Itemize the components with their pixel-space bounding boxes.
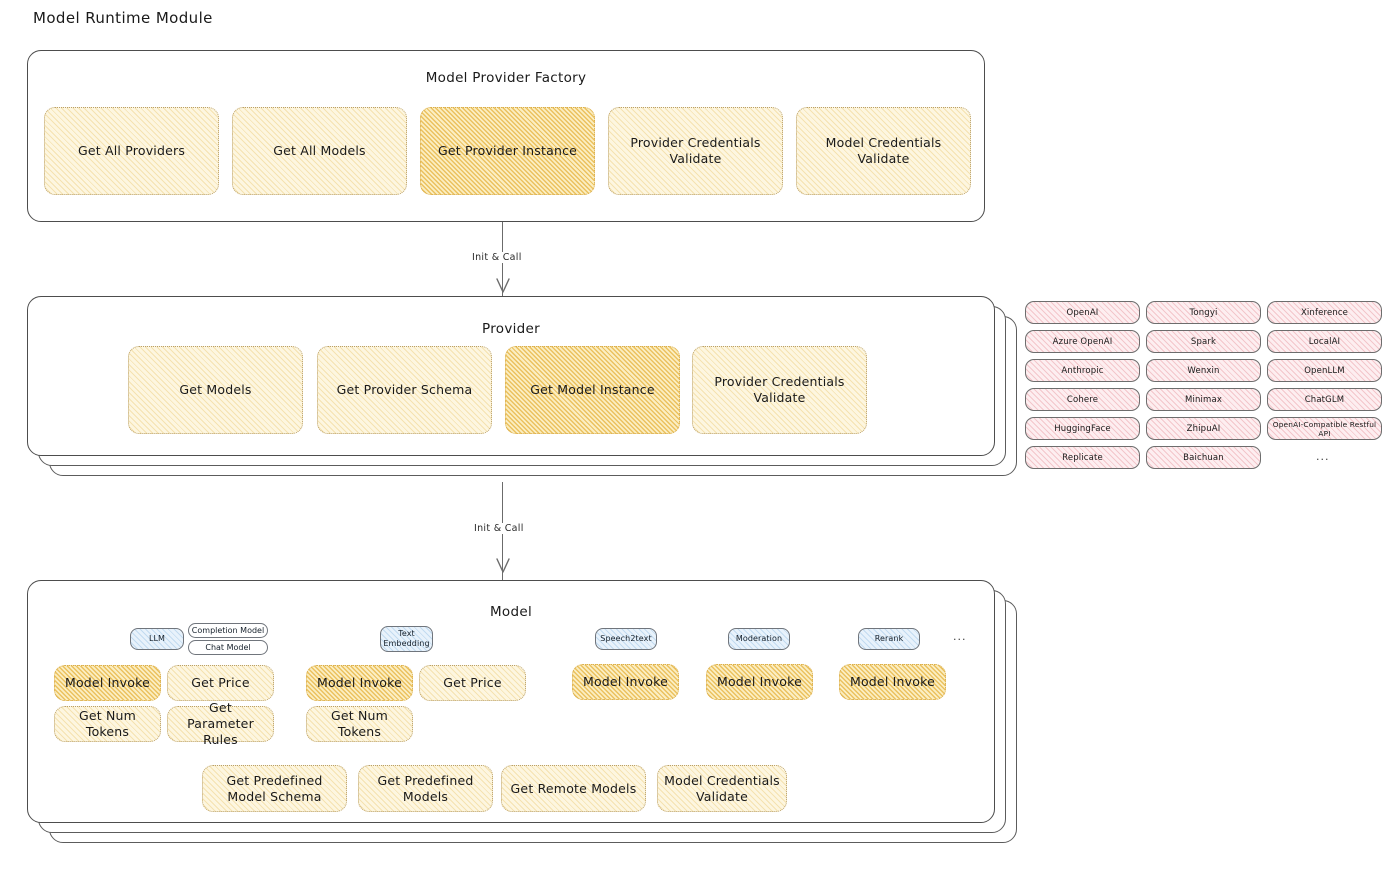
factory-node-model-credentials-validate[interactable]: Model Credentials Validate: [796, 107, 971, 195]
model-common-node-model-credentials-validate[interactable]: Model Credentials Validate: [657, 765, 787, 812]
provider-panel: Provider Get Models Get Provider Schema …: [27, 296, 1017, 482]
model-types-more-ellipsis: ...: [953, 630, 967, 643]
provider-chip-replicate[interactable]: Replicate: [1025, 446, 1140, 469]
provider-chip-huggingface[interactable]: HuggingFace: [1025, 417, 1140, 440]
provider-chip-wenxin[interactable]: Wenxin: [1146, 359, 1261, 382]
model-rerank-node-model-invoke[interactable]: Model Invoke: [839, 664, 946, 700]
model-text-embedding-node-get-price[interactable]: Get Price: [419, 665, 526, 701]
provider-chip-openllm[interactable]: OpenLLM: [1267, 359, 1382, 382]
provider-list-more-ellipsis: ...: [1316, 450, 1330, 463]
model-speech2text-node-model-invoke[interactable]: Model Invoke: [572, 664, 679, 700]
model-type-chip-llm[interactable]: LLM: [130, 628, 184, 650]
model-type-chip-text-embedding[interactable]: Text Embedding: [380, 626, 433, 652]
model-moderation-node-model-invoke[interactable]: Model Invoke: [706, 664, 813, 700]
provider-node-get-model-instance[interactable]: Get Model Instance: [505, 346, 680, 434]
factory-node-get-all-providers[interactable]: Get All Providers: [44, 107, 219, 195]
arrow-head-1: [496, 278, 510, 293]
provider-node-provider-credentials-validate[interactable]: Provider Credentials Validate: [692, 346, 867, 434]
provider-chip-zhipuai[interactable]: ZhipuAI: [1146, 417, 1261, 440]
model-llm-node-get-price[interactable]: Get Price: [167, 665, 274, 701]
provider-chip-azure-openai[interactable]: Azure OpenAI: [1025, 330, 1140, 353]
provider-chip-baichuan[interactable]: Baichuan: [1146, 446, 1261, 469]
model-llm-node-get-parameter-rules[interactable]: Get Parameter Rules: [167, 700, 274, 747]
model-common-node-get-remote-models[interactable]: Get Remote Models: [501, 765, 646, 812]
model-type-chip-rerank[interactable]: Rerank: [858, 628, 920, 650]
factory-node-provider-credentials-validate[interactable]: Provider Credentials Validate: [608, 107, 783, 195]
provider-chip-minimax[interactable]: Minimax: [1146, 388, 1261, 411]
connector-label-init-call-1: Init & Call: [468, 252, 526, 263]
model-llm-node-get-num-tokens[interactable]: Get Num Tokens: [54, 706, 161, 742]
provider-node-get-models[interactable]: Get Models: [128, 346, 303, 434]
model-common-node-get-predefined-model-schema[interactable]: Get Predefined Model Schema: [202, 765, 347, 812]
provider-panel-title: Provider: [482, 321, 540, 337]
provider-chip-tongyi[interactable]: Tongyi: [1146, 301, 1261, 324]
provider-node-get-provider-schema[interactable]: Get Provider Schema: [317, 346, 492, 434]
model-subchip-completion-model[interactable]: Completion Model: [188, 623, 268, 638]
model-text-embedding-node-get-num-tokens[interactable]: Get Num Tokens: [306, 706, 413, 742]
provider-chip-spark[interactable]: Spark: [1146, 330, 1261, 353]
factory-panel-title: Model Provider Factory: [425, 70, 587, 86]
provider-chip-chatglm[interactable]: ChatGLM: [1267, 388, 1382, 411]
model-text-embedding-node-model-invoke[interactable]: Model Invoke: [306, 665, 413, 701]
factory-node-get-provider-instance[interactable]: Get Provider Instance: [420, 107, 595, 195]
provider-chip-localai[interactable]: LocalAI: [1267, 330, 1382, 353]
model-llm-node-model-invoke[interactable]: Model Invoke: [54, 665, 161, 701]
model-panel: Model LLM Completion Model Chat Model Mo…: [27, 580, 1022, 850]
provider-chip-openai-compatible-restful-api[interactable]: OpenAI-Compatible Restful API: [1267, 417, 1382, 440]
model-subchip-chat-model[interactable]: Chat Model: [188, 640, 268, 655]
provider-chip-anthropic[interactable]: Anthropic: [1025, 359, 1140, 382]
provider-chip-cohere[interactable]: Cohere: [1025, 388, 1140, 411]
provider-chip-xinference[interactable]: Xinference: [1267, 301, 1382, 324]
page-title: Model Runtime Module: [33, 9, 213, 27]
factory-node-get-all-models[interactable]: Get All Models: [232, 107, 407, 195]
model-provider-factory-panel: Model Provider Factory Get All Providers…: [27, 50, 985, 222]
model-type-chip-moderation[interactable]: Moderation: [728, 628, 790, 650]
model-panel-title: Model: [489, 604, 533, 620]
provider-chip-openai[interactable]: OpenAI: [1025, 301, 1140, 324]
provider-list: OpenAI Azure OpenAI Anthropic Cohere Hug…: [1025, 301, 1382, 476]
connector-label-init-call-2: Init & Call: [470, 523, 528, 534]
model-type-chip-speech2text[interactable]: Speech2text: [595, 628, 657, 650]
model-common-node-get-predefined-models[interactable]: Get Predefined Models: [358, 765, 493, 812]
arrow-head-2: [496, 558, 510, 573]
